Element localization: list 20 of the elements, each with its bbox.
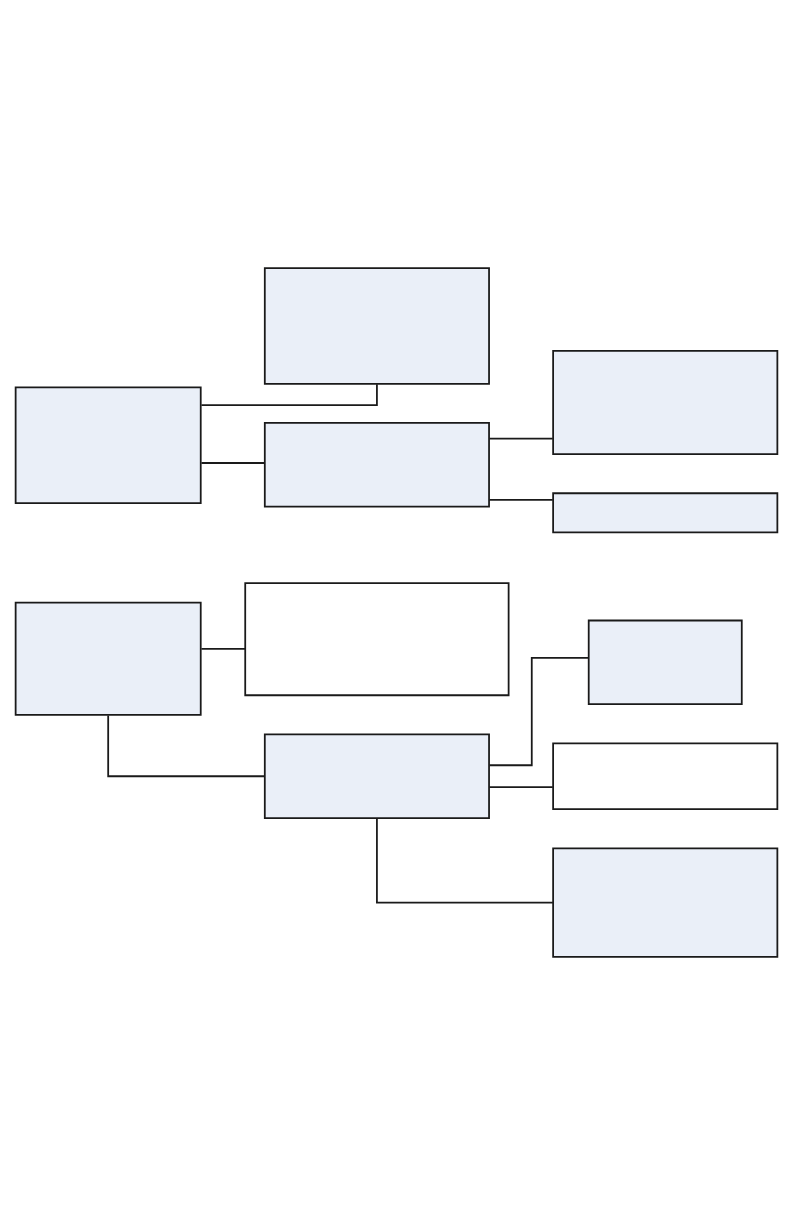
node-box: [552, 847, 779, 958]
connector: [200, 462, 266, 464]
node-box: [244, 582, 510, 697]
connector: [376, 817, 554, 904]
node-box: [587, 619, 743, 706]
node-box: [552, 492, 779, 534]
connector: [488, 499, 554, 501]
node-box: [552, 742, 779, 811]
node-box: [263, 422, 490, 508]
node-box: [14, 601, 202, 716]
node-box: [263, 733, 490, 819]
connector: [107, 714, 266, 778]
node-box: [552, 350, 779, 455]
connector: [200, 383, 378, 407]
connector: [200, 648, 246, 650]
node-box: [14, 386, 202, 504]
connector: [488, 786, 554, 789]
node-box: [263, 267, 490, 385]
connector: [488, 437, 554, 440]
connector: [488, 657, 590, 767]
